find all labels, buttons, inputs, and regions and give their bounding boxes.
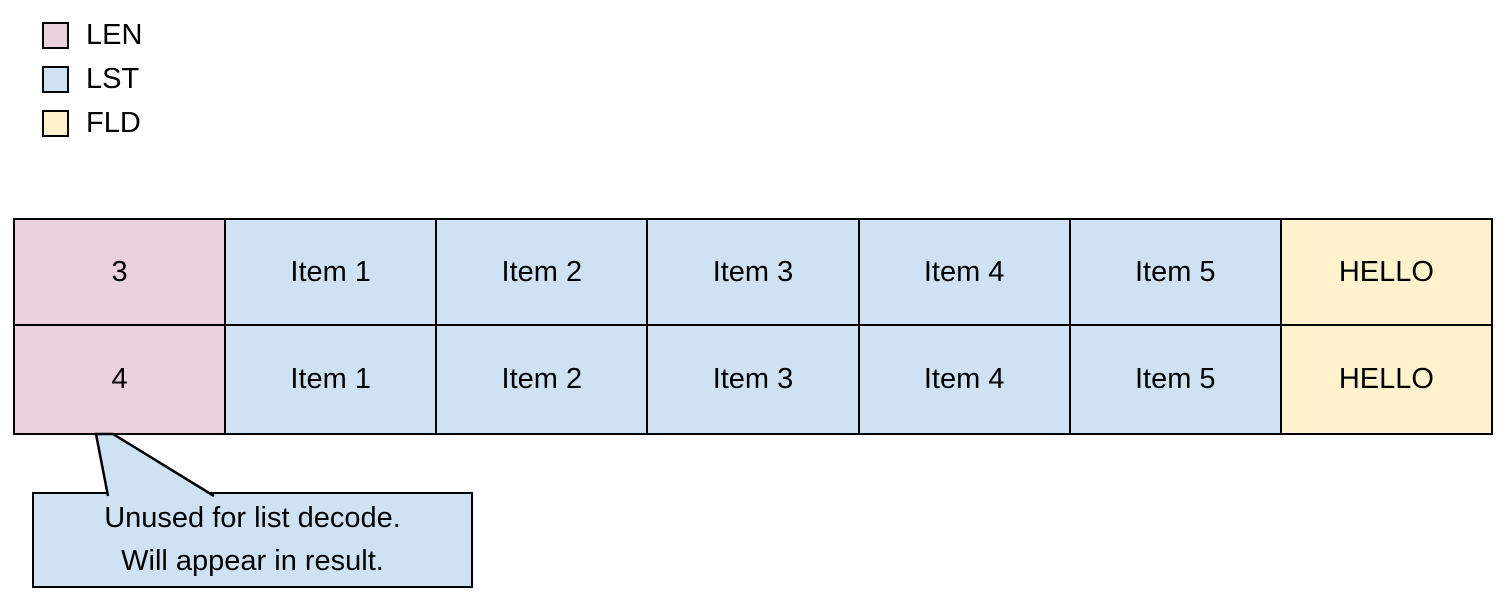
list-item-cell: Item 4 — [859, 326, 1071, 433]
list-item-cell: Item 2 — [437, 326, 649, 433]
field-cell: HELLO — [1281, 326, 1491, 433]
callout-text-line1: Unused for list decode. — [104, 502, 401, 534]
legend-item-len: LEN — [42, 19, 143, 51]
legend-label-lst: LST — [86, 63, 140, 95]
legend-label-fld: FLD — [86, 107, 141, 139]
list-item-cell: Item 5 — [1070, 220, 1282, 324]
lst-color-swatch — [42, 65, 69, 93]
list-item-cell: Item 5 — [1070, 326, 1282, 433]
callout-bubble: Unused for list decode. Will appear in r… — [32, 492, 473, 588]
len-color-swatch — [42, 21, 69, 49]
table-row: 3 Item 1 Item 2 Item 3 Item 4 Item 5 HEL… — [15, 220, 1491, 324]
length-cell: 3 — [15, 220, 227, 324]
table-row: 4 Item 1 Item 2 Item 3 Item 4 Item 5 HEL… — [15, 324, 1491, 433]
length-cell: 4 — [15, 326, 227, 433]
list-item-cell: Item 3 — [648, 220, 860, 324]
legend-item-fld: FLD — [42, 107, 142, 139]
list-item-cell: Item 4 — [859, 220, 1071, 324]
list-item-cell: Item 1 — [226, 220, 438, 324]
legend: LEN LST FLD — [42, 19, 143, 139]
encoding-table: 3 Item 1 Item 2 Item 3 Item 4 Item 5 HEL… — [13, 218, 1493, 435]
callout-text-line2: Will appear in result. — [121, 545, 384, 577]
legend-label-len: LEN — [86, 19, 143, 51]
list-item-cell: Item 2 — [437, 220, 649, 324]
fld-color-swatch — [42, 109, 69, 137]
list-item-cell: Item 3 — [648, 326, 860, 433]
field-cell: HELLO — [1281, 220, 1491, 324]
legend-item-lst: LST — [42, 63, 142, 95]
list-item-cell: Item 1 — [226, 326, 438, 433]
